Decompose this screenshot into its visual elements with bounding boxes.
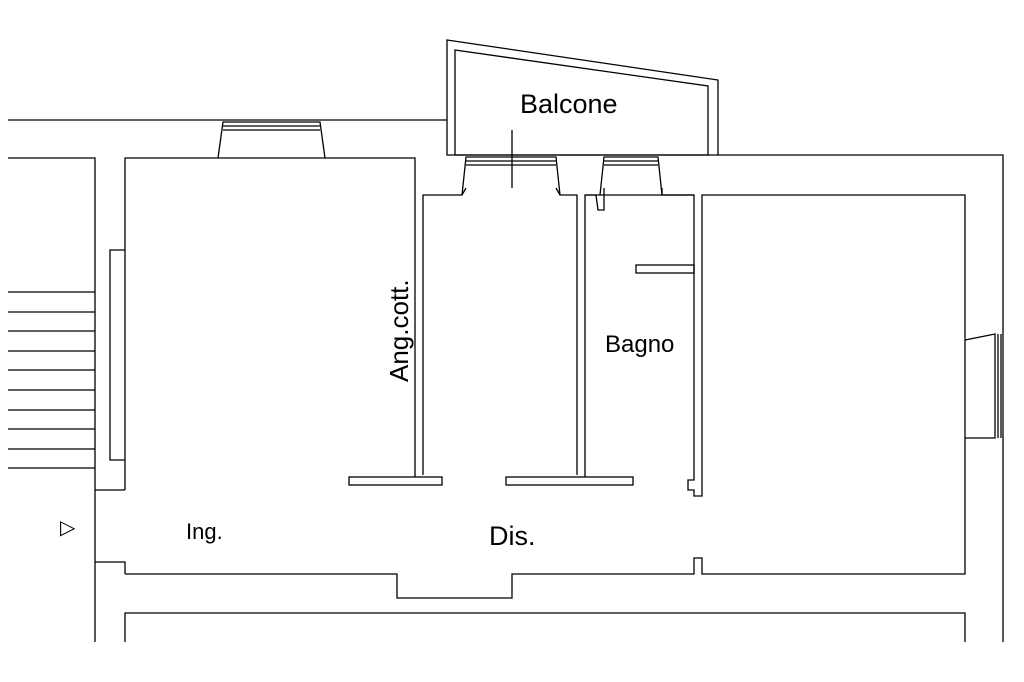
door-threshold-kitchen-right (505, 476, 634, 486)
kitchen-right-wall (555, 187, 578, 475)
bathroom-partition-stub (635, 264, 695, 274)
room-label-disimpegno: Dis. (489, 521, 536, 551)
window-bathroom-balcony (599, 156, 663, 196)
left-stair-wall (8, 157, 96, 642)
living-room-wall (124, 157, 416, 490)
window-living-room (217, 121, 326, 159)
bathroom-right-jamb (661, 188, 694, 196)
room-label-ingresso: Ing. (186, 519, 223, 544)
entrance-arrow-icon: ▷ (60, 517, 76, 539)
balcony-inner-outline (454, 49, 709, 156)
room-label-angolo-cottura: Ang.cott. (384, 279, 414, 382)
room-label-bagno: Bagno (605, 331, 674, 358)
room-label-balcone: Balcone (520, 89, 618, 119)
balcony (446, 39, 719, 188)
door-threshold-kitchen-left (348, 476, 443, 486)
window-kitchen-balcony (461, 156, 561, 196)
bathroom-window-jamb (585, 188, 605, 211)
left-pilaster (109, 249, 125, 461)
windows (217, 121, 1002, 439)
kitchen-wall (422, 187, 467, 475)
lower-room-wall (124, 612, 966, 642)
window-east-bedroom (964, 333, 1002, 439)
exterior-lines (8, 119, 1004, 642)
stairs (8, 291, 95, 469)
entrance-lower-jamb (95, 561, 126, 574)
south-wall (125, 194, 966, 599)
balcony-outer-outline (446, 39, 719, 156)
building-top-edge-right (718, 154, 1004, 642)
